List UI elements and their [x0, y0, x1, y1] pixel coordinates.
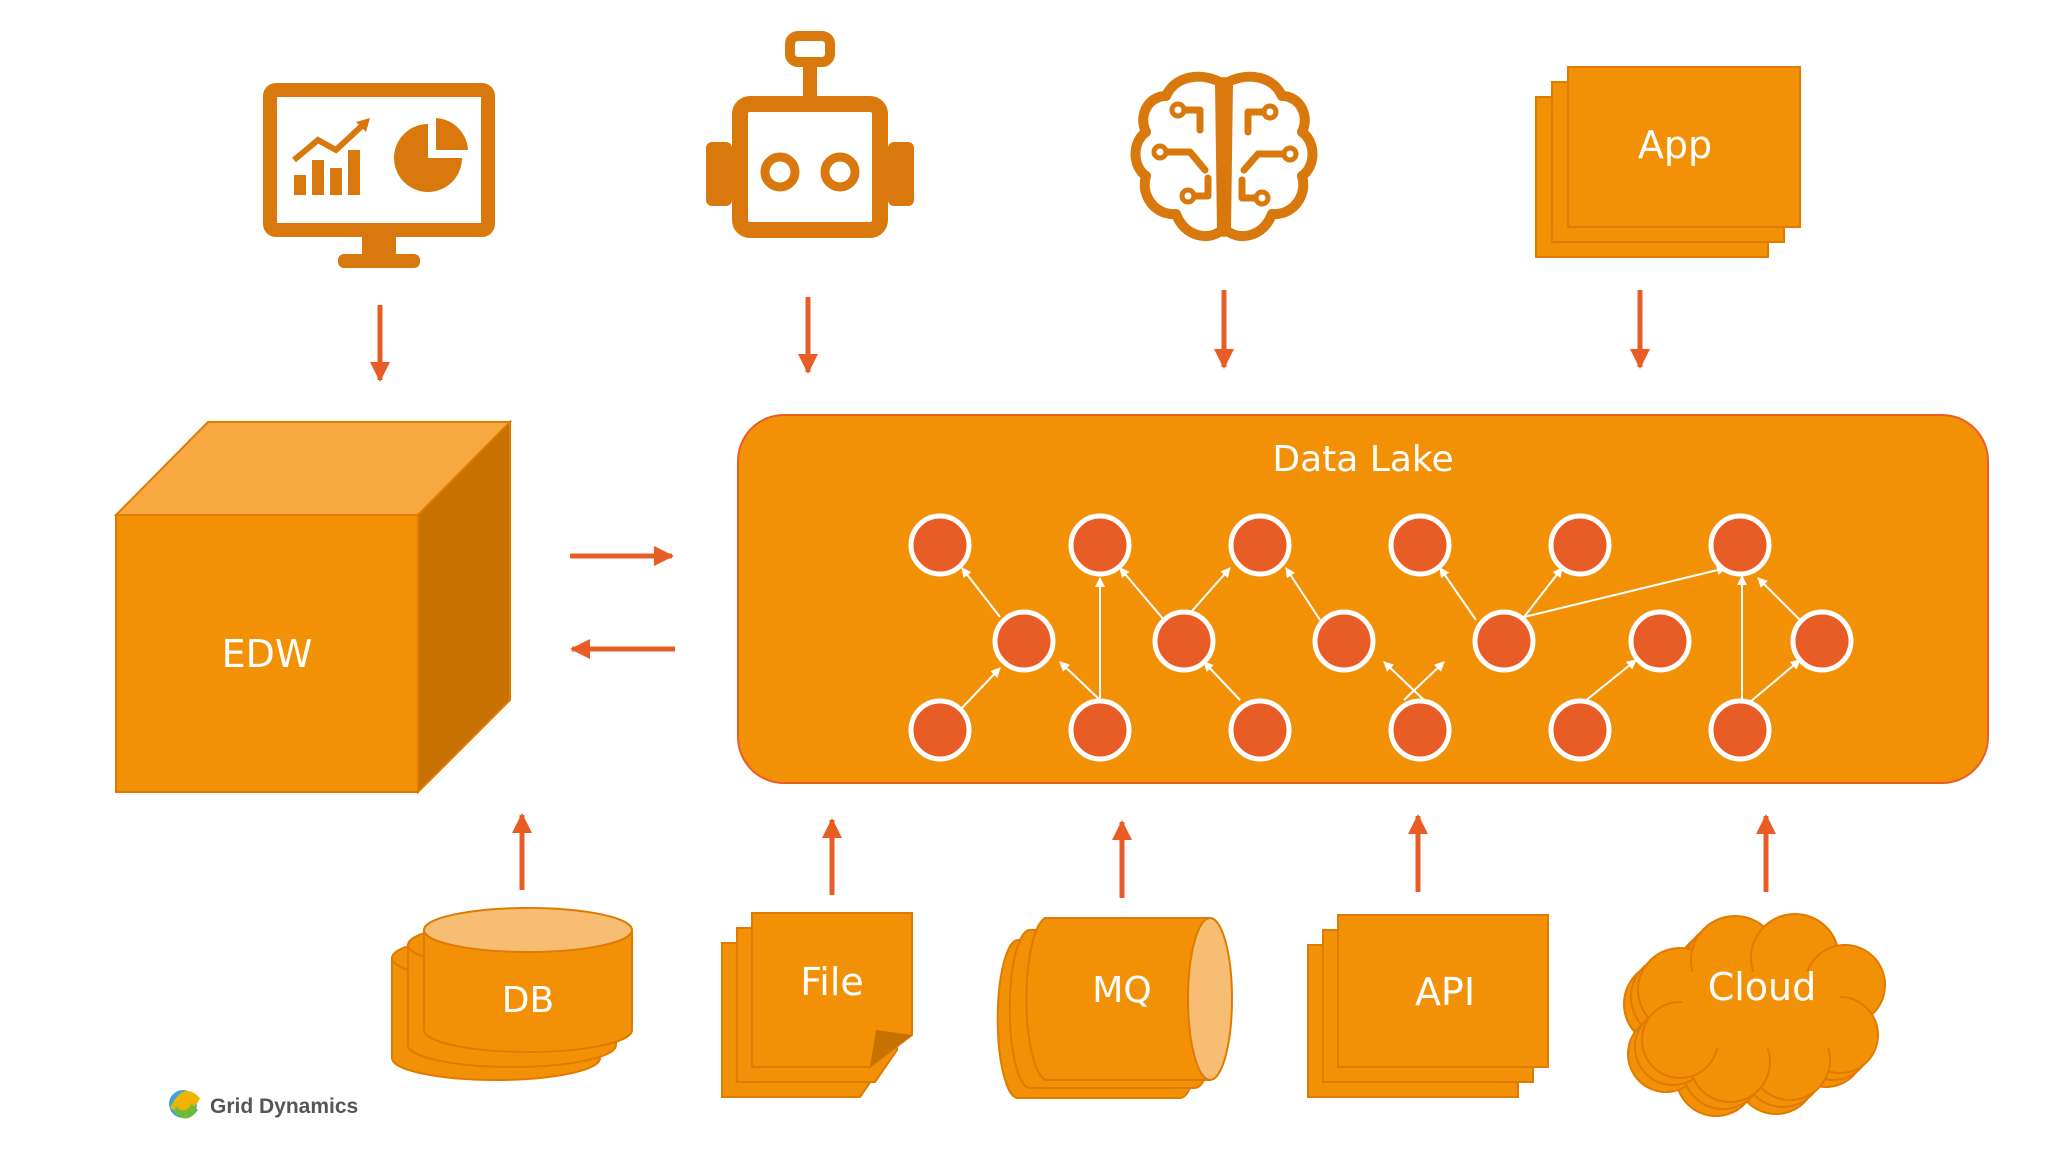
graph-node — [1548, 513, 1612, 577]
app-label: App — [1638, 123, 1712, 167]
graph-node — [908, 698, 972, 762]
graph-node — [1388, 698, 1452, 762]
data-lake-label: Data Lake — [1272, 439, 1453, 480]
graph-node — [1548, 698, 1612, 762]
dashboard-monitor-icon — [263, 83, 495, 268]
ai-brain-icon — [1130, 71, 1318, 242]
mq-node: MQ — [996, 917, 1233, 1099]
graph-node — [992, 609, 1056, 673]
api-label: API — [1415, 970, 1475, 1014]
api-node: API — [1307, 914, 1549, 1098]
graph-node — [1708, 513, 1772, 577]
data-lake: Data Lake — [737, 414, 1989, 784]
graph-node — [908, 513, 972, 577]
graph-node — [1708, 698, 1772, 762]
edw-lake-arrows — [570, 546, 675, 659]
graph-node — [1068, 698, 1132, 762]
graph-node — [1152, 609, 1216, 673]
app-node: App — [1535, 66, 1801, 258]
file-label: File — [800, 960, 864, 1004]
graph-node — [1228, 698, 1292, 762]
top-arrows — [370, 290, 1650, 382]
robot-icon — [706, 31, 914, 238]
graph-node — [1312, 609, 1376, 673]
graph-node — [1790, 609, 1854, 673]
graph-nodes — [908, 513, 1854, 762]
graph-node — [1388, 513, 1452, 577]
cloud-label: Cloud — [1708, 965, 1817, 1009]
grid-dynamics-logo-icon: Grid Dynamics — [169, 1090, 358, 1119]
graph-node — [1228, 513, 1292, 577]
edw-cube: EDW — [113, 419, 513, 795]
graph-node — [1068, 513, 1132, 577]
cloud-node: Cloud — [1623, 913, 1886, 1117]
brand-name: Grid Dynamics — [210, 1095, 358, 1118]
graph-node — [1628, 609, 1692, 673]
edw-label: EDW — [222, 632, 313, 676]
graph-node — [1472, 609, 1536, 673]
bottom-arrows — [512, 813, 1776, 898]
graph-edges — [959, 565, 1801, 711]
db-node: DB — [391, 907, 633, 1081]
file-node: File — [721, 912, 913, 1098]
mq-label: MQ — [1092, 970, 1151, 1011]
db-label: DB — [502, 980, 554, 1021]
